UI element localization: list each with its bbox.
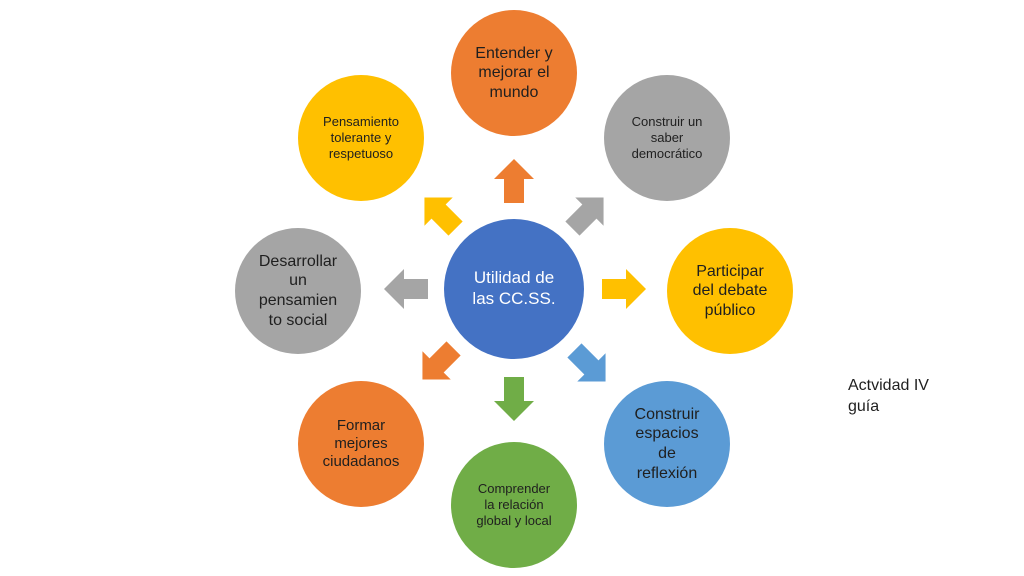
node-bottom-right: Construir espacios de reflexión: [604, 381, 730, 507]
node-left-line-1: Desarrollar: [258, 252, 338, 270]
node-top-text: Entender y mejorar el mundo: [475, 44, 552, 103]
node-right: Participar del debate público: [667, 228, 793, 354]
side-note-line-2: guía: [848, 397, 880, 415]
arrow-to-bottom-right: [560, 336, 620, 396]
node-top-right: Construir un saber democrático: [604, 75, 730, 201]
node-right-line-2: del debate: [692, 282, 768, 300]
node-bottom-right-line-1: Construir: [634, 405, 700, 423]
node-top-left-line-2: tolerante y: [330, 130, 392, 146]
node-bottom-right-line-2: espacios: [635, 425, 699, 443]
node-bottom-line-2: la relación: [484, 497, 544, 513]
side-note-line-1: Actvidad IV: [848, 377, 929, 394]
node-top-left-text: Pensamiento tolerante y respetuoso: [323, 114, 399, 162]
node-top-line-3: mundo: [489, 83, 539, 101]
arrow-to-bottom-left: [408, 334, 468, 394]
node-bottom-left-line-3: ciudadanos: [322, 453, 400, 471]
node-top: Entender y mejorar el mundo: [451, 10, 577, 136]
arrow-to-top: [494, 159, 534, 203]
node-top-right-text: Construir un saber democrático: [632, 114, 703, 162]
arrow-to-bottom: [494, 377, 534, 421]
node-bottom-text: Comprender la relación global y local: [476, 481, 551, 529]
node-left-text: Desarrollar un pensamien to social: [259, 252, 337, 330]
center-node: Utilidad de las CC.SS.: [444, 219, 584, 359]
node-left: Desarrollar un pensamien to social: [235, 228, 361, 354]
node-top-line-2: mejorar el: [478, 64, 550, 82]
arrow-to-right: [602, 269, 646, 309]
node-bottom-right-line-3: de: [658, 445, 676, 462]
node-left-line-2: un: [289, 272, 307, 290]
node-bottom-line-3: global y local: [476, 512, 552, 528]
node-top-left: Pensamiento tolerante y respetuoso: [298, 75, 424, 201]
arrow-to-top-left: [410, 183, 470, 243]
node-top-right-line-3: democrático: [631, 145, 703, 161]
node-left-line-3: pensamien: [258, 292, 338, 309]
center-line-2: las CC.SS.: [472, 289, 556, 308]
node-bottom-right-line-4: reflexión: [636, 464, 698, 482]
arrow-to-left: [384, 269, 428, 309]
node-right-text: Participar del debate público: [693, 262, 768, 321]
node-left-line-4: to social: [268, 311, 328, 329]
node-bottom-right-text: Construir espacios de reflexión: [635, 405, 700, 483]
node-bottom-left-line-2: mejores: [334, 434, 388, 452]
arrow-to-top-right: [558, 183, 618, 243]
node-top-left-line-3: respetuoso: [328, 145, 394, 161]
center-node-text: Utilidad de las CC.SS.: [472, 268, 555, 309]
node-bottom-left-text: Formar mejores ciudadanos: [323, 417, 400, 472]
node-top-line-1: Entender y: [475, 44, 553, 62]
node-top-right-line-1: Construir un: [631, 114, 703, 130]
node-bottom: Comprender la relación global y local: [451, 442, 577, 568]
node-bottom-left: Formar mejores ciudadanos: [298, 381, 424, 507]
node-right-line-1: Participar: [696, 262, 764, 280]
node-bottom-line-1: Comprender: [477, 481, 551, 497]
center-line-1: Utilidad de: [473, 268, 555, 288]
node-bottom-left-line-1: Formar: [336, 416, 386, 434]
node-top-right-line-2: saber: [650, 130, 684, 146]
side-note: Actvidad IV guía: [848, 376, 929, 418]
node-top-left-line-1: Pensamiento: [323, 114, 399, 130]
node-right-line-3: público: [704, 301, 756, 319]
